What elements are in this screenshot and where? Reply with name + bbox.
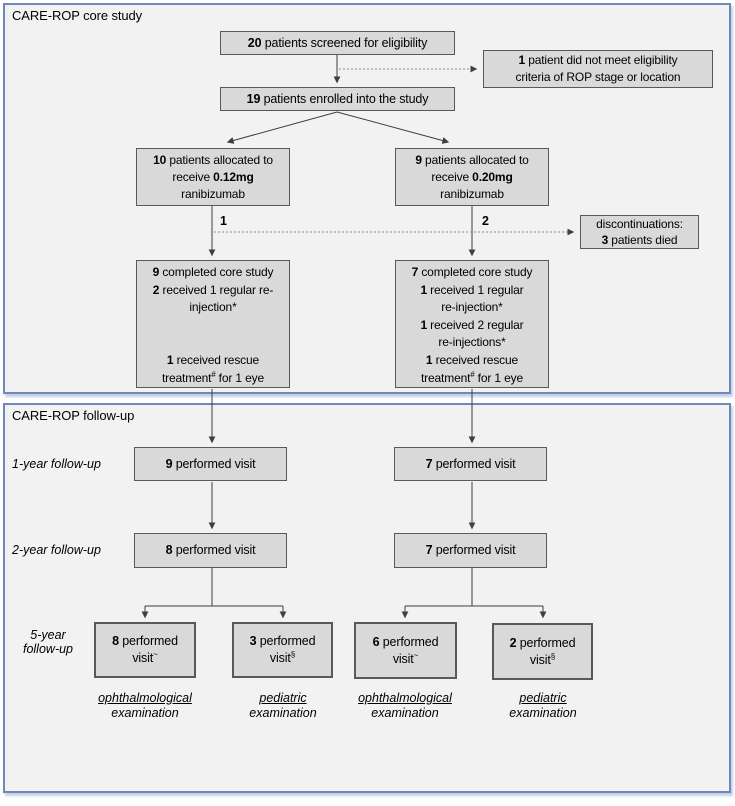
exam-type: ophthalmological — [98, 691, 192, 705]
exam-label-high-ophthalmological: ophthalmological examination — [345, 691, 465, 721]
exam-label-high-pediatric: pediatric examination — [483, 691, 603, 721]
box-discontinuations: discontinuations:3 patients died — [580, 215, 699, 249]
followup-title: CARE-ROP follow-up — [12, 408, 135, 423]
exam-label-low-pediatric: pediatric examination — [223, 691, 343, 721]
label-5-year-followup: 5-year follow-up — [10, 628, 86, 656]
label-5-year-line1: 5-year — [30, 628, 66, 642]
label-1-year-followup: 1-year follow-up — [12, 457, 101, 471]
box-enrolled: 19 patients enrolled into the study — [220, 87, 455, 111]
box-screened: 20 patients screened for eligibility — [220, 31, 455, 55]
box-y2-visit-low: 8 performed visit — [134, 533, 287, 568]
arrows-enrolled-to-allocation — [226, 111, 450, 144]
box-y1-visit-low: 9 performed visit — [134, 447, 287, 481]
arm-number-low-dose: 1 — [220, 214, 227, 228]
label-2-year-followup: 2-year follow-up — [12, 543, 101, 557]
branch-y2-low-to-y5 — [141, 568, 287, 619]
exam-word: examination — [249, 706, 317, 720]
exam-type: pediatric — [259, 691, 307, 705]
exam-type: ophthalmological — [358, 691, 452, 705]
exam-type: pediatric — [519, 691, 567, 705]
exam-word: examination — [371, 706, 439, 720]
box-y2-visit-high: 7 performed visit — [394, 533, 547, 568]
panel-followup — [3, 403, 731, 793]
exam-label-low-ophthalmological: ophthalmological examination — [85, 691, 205, 721]
label-5-year-line2: follow-up — [22, 642, 74, 656]
arm-number-high-dose: 2 — [482, 214, 489, 228]
box-y1-visit-high: 7 performed visit — [394, 447, 547, 481]
exam-word: examination — [509, 706, 577, 720]
core-study-title: CARE-ROP core study — [12, 8, 143, 23]
exam-word: examination — [111, 706, 179, 720]
branch-y2-high-to-y5 — [401, 568, 547, 619]
